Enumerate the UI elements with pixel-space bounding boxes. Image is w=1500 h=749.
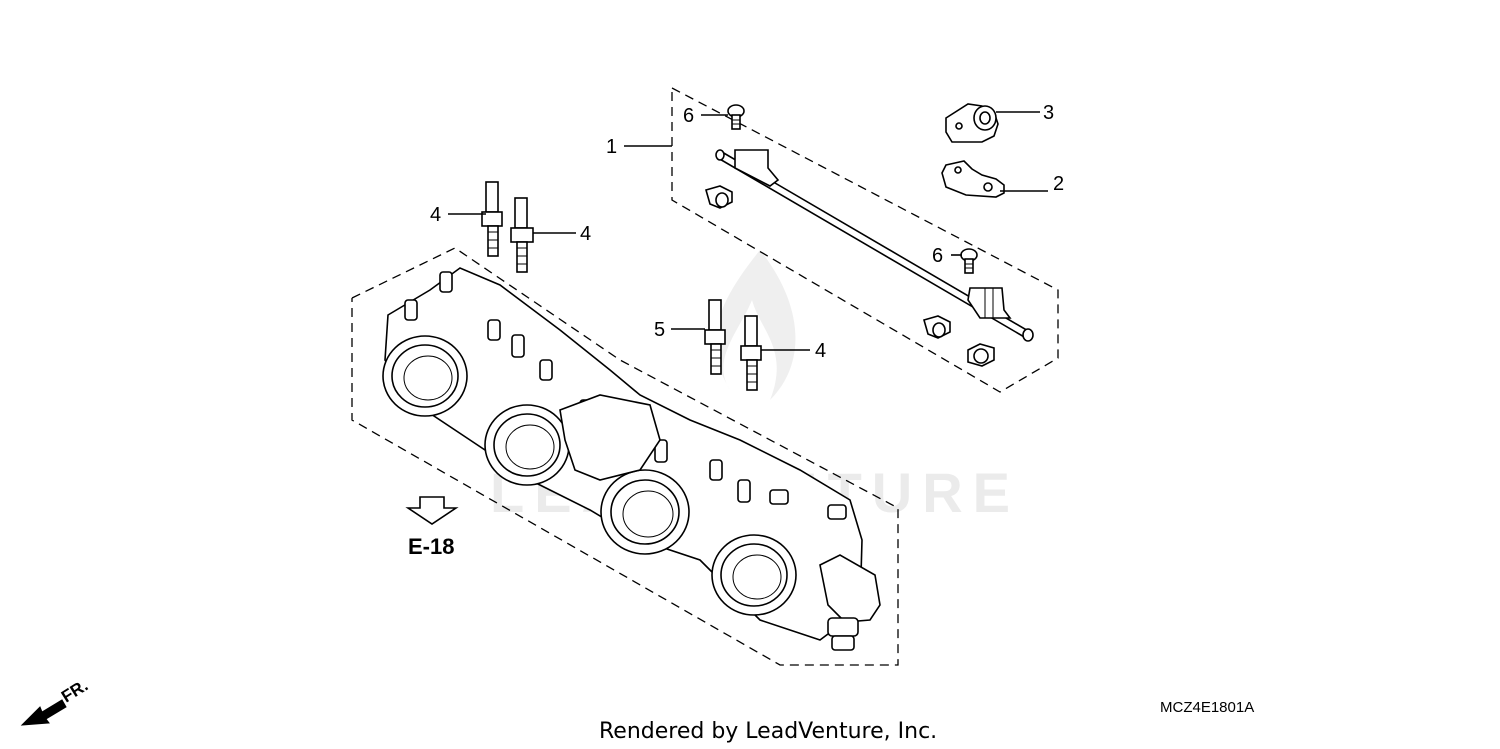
throat-2	[484, 404, 570, 486]
callout-4-lower: 4	[815, 340, 826, 362]
callout-6-lower: 6	[932, 245, 943, 267]
throttle-position-sensor	[819, 554, 881, 651]
reference-link[interactable]: E-18	[405, 496, 459, 559]
throat-4	[711, 534, 797, 616]
part-2-bracket	[941, 160, 1005, 198]
bolt	[727, 104, 745, 130]
flame-logo-icon	[715, 250, 796, 400]
leader-lines	[448, 111, 1048, 351]
injector-4b	[510, 197, 534, 273]
reference-label[interactable]: E-18	[408, 534, 454, 559]
callout-2: 2	[1053, 173, 1064, 195]
injector-5	[704, 299, 726, 375]
callout-4-right: 4	[580, 223, 591, 245]
front-direction-indicator: FR.	[20, 676, 91, 726]
grommet	[923, 315, 951, 339]
callout-5: 5	[654, 319, 665, 341]
throttle-body-assembly	[351, 247, 899, 666]
callout-1: 1	[606, 136, 617, 158]
callout-3: 3	[1043, 102, 1054, 124]
injector-4c	[740, 315, 762, 391]
diagram-code: MCZ4E1801A	[1160, 699, 1254, 716]
throat-3	[600, 469, 690, 555]
render-credit: Rendered by LeadVenture, Inc.	[599, 719, 937, 744]
part-3-holder	[945, 103, 999, 143]
grommet	[705, 185, 733, 209]
callout-6-top: 6	[683, 105, 694, 127]
grommet	[967, 343, 995, 367]
injector-4a	[481, 181, 503, 257]
fuel-rail-group	[671, 87, 1059, 393]
callout-4-left: 4	[430, 204, 441, 226]
bolt	[960, 248, 978, 274]
down-arrow-outline-icon	[405, 496, 459, 525]
front-direction-arrow-icon	[20, 699, 67, 726]
throat-1	[382, 335, 468, 417]
